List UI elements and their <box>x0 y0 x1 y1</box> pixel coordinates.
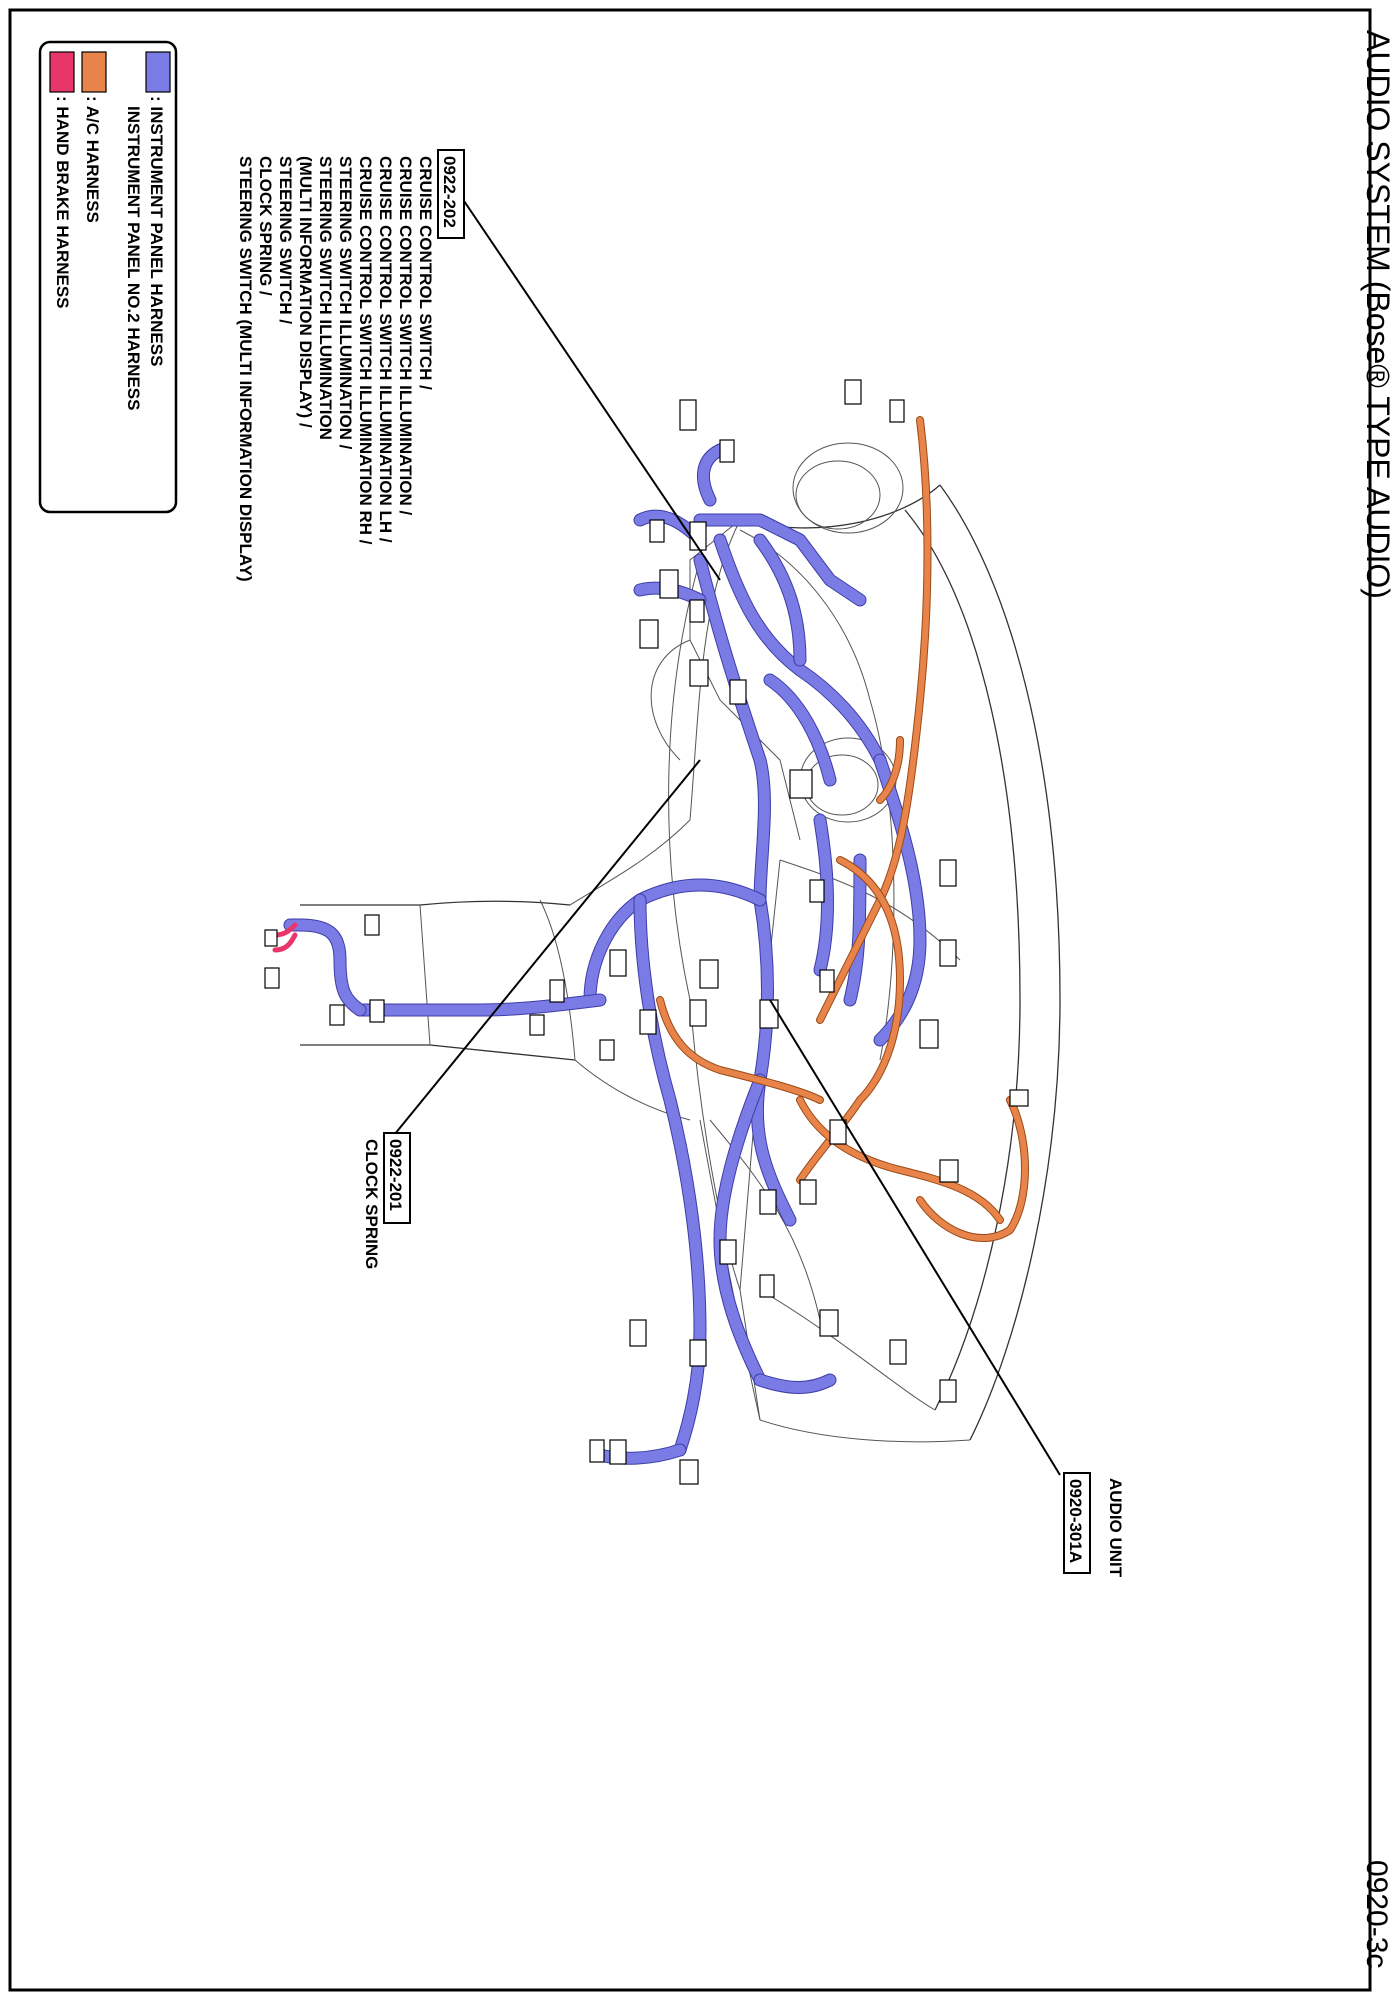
callout-code-0922-202: 0922-202 <box>440 156 459 228</box>
callout-label-audio-unit: AUDIO UNIT <box>1106 1478 1125 1578</box>
legend-label-hand-brake: : HAND BRAKE HARNESS <box>53 96 72 309</box>
legend-swatch-instrument-panel <box>145 51 171 93</box>
callout-clock-spring: 0922-201 CLOCK SPRING <box>362 1132 411 1269</box>
callout-line: STEERING SWITCH (MULTI INFORMATION DISPL… <box>236 156 255 582</box>
leader-audio-unit <box>769 999 1061 1476</box>
page-title: AUDIO SYSTEM (Bose® TYPE AUDIO) <box>1360 30 1392 599</box>
legend-box <box>38 40 178 514</box>
callout-code-0920-301a: 0920-301A <box>1066 1479 1085 1563</box>
callout-line: STEERING SWITCH ILLUMINATION <box>316 156 335 440</box>
callout-line: CLOCK SPRING / <box>256 156 275 296</box>
legend-swatch-hand-brake <box>49 51 75 93</box>
callout-line: STEERING SWITCH / <box>276 156 295 324</box>
callout-line: CRUISE CONTROL SWITCH ILLUMINATION LH / <box>376 156 395 543</box>
leader-steering-switch <box>459 194 721 581</box>
legend-label-instrument-panel: : INSTRUMENT PANEL HARNESS <box>147 96 166 366</box>
connectors <box>264 379 1029 1485</box>
callout-line: CRUISE CONTROL SWITCH ILLUMINATION RH / <box>356 156 375 545</box>
page-number: 0920-3c <box>1360 1860 1392 1968</box>
legend-label-ac: : A/C HARNESS <box>83 96 102 223</box>
legend-label-instrument-panel-no2: INSTRUMENT PANEL NO.2 HARNESS <box>124 106 143 410</box>
callout-line: CRUISE CONTROL SWITCH ILLUMINATION / <box>396 156 415 515</box>
harness-legend: : INSTRUMENT PANEL HARNESS INSTRUMENT PA… <box>38 40 178 514</box>
callout-steering-switch: 0922-202 CRUISE CONTROL SWITCH / CRUISE … <box>236 149 465 582</box>
legend-swatch-ac <box>81 51 107 93</box>
callout-line: (MULTI INFORMATION DISPLAY) / <box>296 156 315 428</box>
callout-line: CRUISE CONTROL SWITCH / <box>416 156 435 390</box>
page-border <box>8 8 1372 1992</box>
callout-line: STEERING SWITCH ILLUMINATION / <box>336 156 355 450</box>
instrument-panel-harness <box>283 443 927 1465</box>
leader-clock-spring <box>389 759 701 1141</box>
callout-audio-unit: AUDIO UNIT 0920-301A <box>1063 1472 1125 1578</box>
callout-code-0922-201: 0922-201 <box>386 1139 405 1211</box>
ac-harness <box>656 416 1029 1243</box>
callout-label-clock-spring: CLOCK SPRING <box>362 1139 381 1269</box>
